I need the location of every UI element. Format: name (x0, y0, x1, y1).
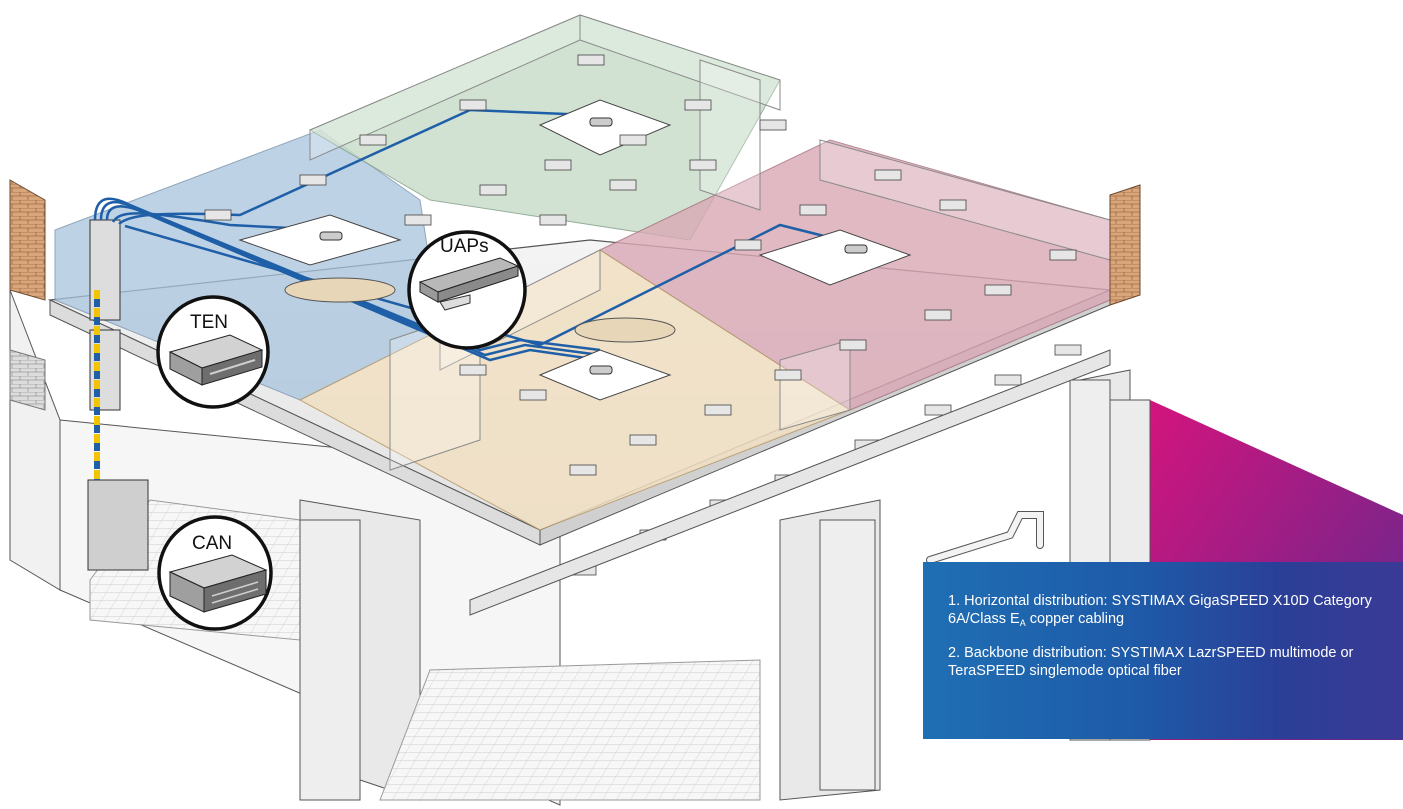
legend-item-backbone: 2. Backbone distribution: SYSTIMAX LazrS… (948, 645, 1354, 679)
callout-label-ten: TEN (190, 312, 228, 333)
ground-floor-tiles (379, 659, 761, 801)
callout-label-uaps: UAPs (440, 236, 489, 257)
legend-box: 1. Horizontal distribution: SYSTIMAX Gig… (923, 562, 1403, 739)
ceiling-panels (238, 99, 912, 401)
ten-switch-icon (168, 334, 264, 386)
left-brick-wall (9, 179, 46, 301)
can-switch-icon (168, 554, 268, 613)
meeting-table-blue (284, 277, 396, 303)
callout-can: CAN (157, 515, 273, 631)
legend-item-horizontal: 1. Horizontal distribution: SYSTIMAX Gig… (948, 592, 1391, 632)
callout-ten: TEN (156, 295, 270, 409)
legend-item-1-text: 1. Horizontal distribution: SYSTIMAX Gig… (948, 593, 1372, 627)
legend-item-1-subscript: A (1019, 618, 1026, 628)
uap-devices (319, 117, 868, 375)
right-brick-wall (1109, 184, 1141, 306)
callout-label-can: CAN (192, 533, 232, 554)
mezzanine-desk-band (469, 349, 1111, 616)
uap-device-icon (418, 257, 520, 311)
riser-rack (87, 219, 149, 571)
legend-item-1-tail: copper cabling (1025, 611, 1125, 627)
callout-uaps: UAPs (407, 230, 527, 350)
left-grey-bricks (9, 349, 46, 411)
meeting-table-beige (574, 317, 676, 343)
